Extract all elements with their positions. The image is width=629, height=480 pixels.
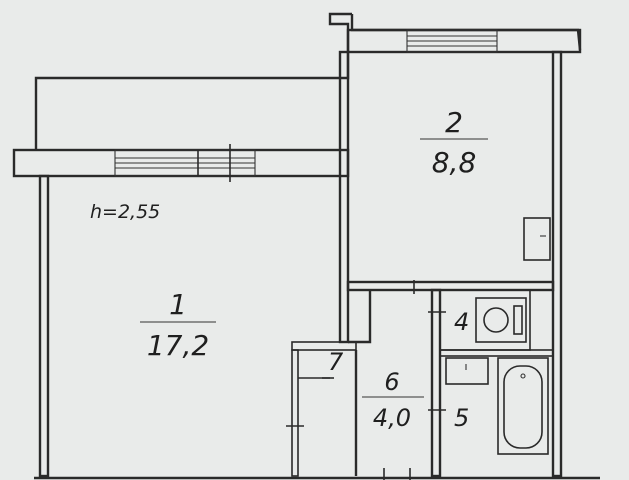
labels: h=2,55 1 17,2 2 8,8 6 4,0 4 5 7 (90, 106, 488, 432)
room-6-area: 4,0 (373, 404, 411, 432)
room-4-number: 4 (454, 308, 469, 336)
room-1-area: 17,2 (147, 329, 209, 362)
door-ticks (286, 280, 446, 480)
outer-walls (12, 12, 600, 480)
room-5-number: 5 (454, 404, 469, 432)
fixtures (445, 217, 551, 455)
ceiling-height-label: h=2,55 (90, 201, 160, 223)
radiator-icon (523, 217, 551, 261)
room-2-area: 8,8 (432, 146, 477, 179)
windows (114, 29, 498, 182)
room-2-number: 2 (445, 106, 463, 139)
room-1-number: 1 (169, 288, 187, 321)
room-6-number: 6 (384, 368, 399, 396)
bathtub-icon (497, 357, 549, 455)
room-7-number: 7 (328, 348, 344, 376)
toilet-icon (475, 297, 527, 343)
sink-icon (445, 357, 489, 385)
interior-walls (291, 50, 555, 478)
